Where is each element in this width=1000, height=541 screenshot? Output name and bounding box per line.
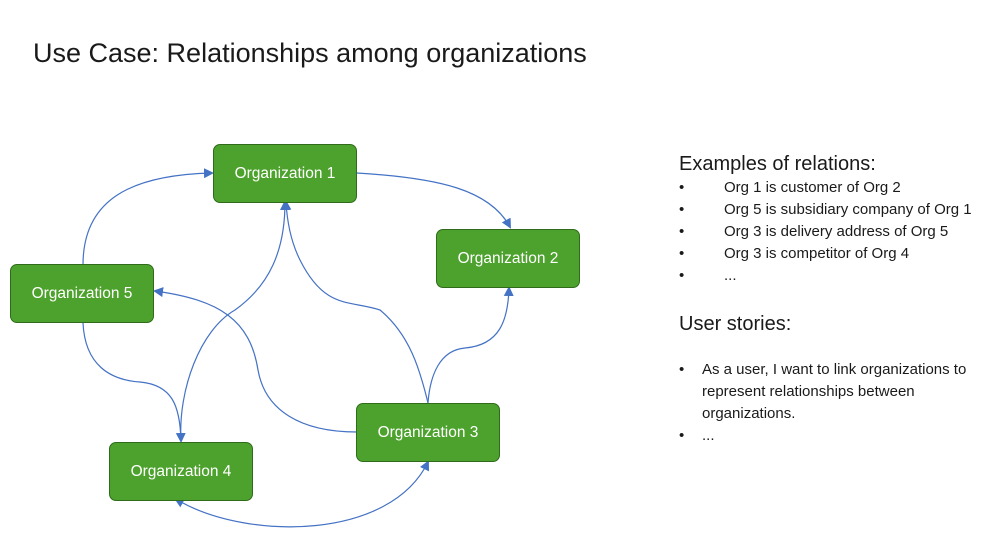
node-organization-5: Organization 5 bbox=[10, 264, 154, 323]
edge-org3-org2 bbox=[427, 286, 514, 404]
edge-org5-org4 bbox=[82, 322, 186, 443]
list-item-text: Org 3 is delivery address of Org 5 bbox=[724, 223, 949, 240]
examples-list: • Org 1 is customer of Org 2 • Org 5 is su… bbox=[679, 177, 972, 287]
bullet-icon: • bbox=[679, 427, 685, 444]
list-item-text: ... bbox=[702, 427, 715, 444]
node-organization-1: Organization 1 bbox=[213, 144, 357, 203]
bullet-icon: • bbox=[679, 201, 685, 218]
list-item: •... bbox=[679, 265, 972, 287]
list-item: • As a user, I want to link organizations… bbox=[679, 359, 1000, 425]
node-organization-3: Organization 3 bbox=[356, 403, 500, 462]
edge-org1-org2 bbox=[356, 172, 511, 229]
bullet-icon: • bbox=[679, 245, 685, 262]
examples-heading: Examples of relations: bbox=[679, 153, 876, 175]
list-item: • Org 1 is customer of Org 2 bbox=[679, 177, 972, 199]
bullet-icon: • bbox=[679, 179, 685, 196]
list-item-text: Org 5 is subsidiary company of Org 1 bbox=[724, 201, 972, 218]
list-item-text: Org 3 is competitor of Org 4 bbox=[724, 245, 910, 262]
list-item-text: Org 1 is customer of Org 2 bbox=[724, 179, 901, 196]
list-item-text: As a user, I want to link organizations … bbox=[702, 361, 967, 422]
node-organization-4: Organization 4 bbox=[109, 442, 253, 501]
bullet-icon: • bbox=[679, 267, 685, 284]
edge-org4-org1 bbox=[180, 200, 290, 442]
bullet-icon: • bbox=[679, 361, 685, 378]
edge-org3-org5 bbox=[153, 287, 358, 433]
slide-title: Use Case: Relationships among organizati… bbox=[33, 38, 587, 68]
bullet-icon: • bbox=[679, 223, 685, 240]
list-item: •... bbox=[679, 425, 1000, 447]
list-item: • Org 3 is competitor of Org 4 bbox=[679, 243, 972, 265]
user-stories-heading: User stories: bbox=[679, 313, 792, 335]
list-item: • Org 3 is delivery address of Org 5 bbox=[679, 221, 972, 243]
list-item-text: ... bbox=[724, 267, 737, 284]
node-organization-2: Organization 2 bbox=[436, 229, 580, 288]
edge-org5-org1 bbox=[82, 168, 214, 266]
edge-org3-org1 bbox=[281, 200, 429, 404]
list-item: • Org 5 is subsidiary company of Org 1 bbox=[679, 199, 972, 221]
user-stories-list: • As a user, I want to link organizations… bbox=[679, 359, 1000, 447]
edge-org4-org3 bbox=[173, 460, 429, 528]
